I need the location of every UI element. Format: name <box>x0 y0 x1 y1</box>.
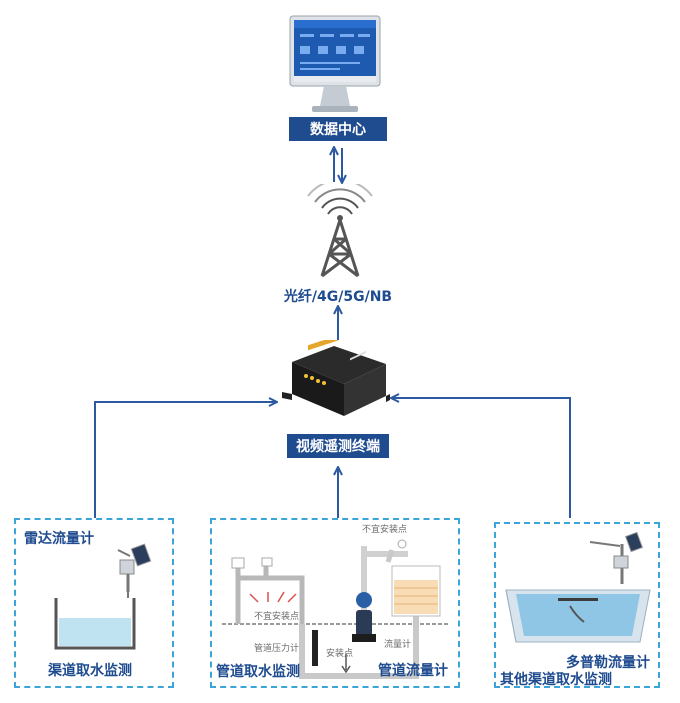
doppler-panel-title: 多普勒流量计 <box>566 655 650 671</box>
doppler-to-terminal-arrow <box>392 398 571 518</box>
note-install: 安装点 <box>326 649 354 659</box>
telemetry-terminal-device <box>282 340 390 416</box>
radar-panel-title: 雷达流量计 <box>24 531 94 547</box>
pipe-panel-caption-right: 管道流量计 <box>378 663 448 679</box>
doppler-flowmeter-illustration <box>505 532 651 643</box>
terminal-label: 视频遥测终端 <box>287 434 389 458</box>
doppler-panel-caption: 其他渠道取水监测 <box>500 672 612 688</box>
radar-flowmeter-illustration <box>54 543 152 650</box>
note-pressure: 管道压力计 <box>254 644 300 654</box>
data-center-label-text: 数据中心 <box>310 122 366 138</box>
radar-panel <box>14 518 174 688</box>
signal-tower-icon <box>307 184 373 278</box>
data-center-label: 数据中心 <box>289 117 387 141</box>
pipe-panel <box>210 518 460 688</box>
pipe-flowmeter-illustration <box>222 539 450 679</box>
network-label: 光纤/4G/5G/NB <box>283 289 393 305</box>
monitor-icon <box>289 15 381 112</box>
note-unsuitable-mid: 不宜安装点 <box>254 612 300 622</box>
terminal-label-text: 视频遥测终端 <box>296 439 380 455</box>
radar-to-terminal-arrow <box>94 402 276 518</box>
pipe-panel-caption-left: 管道取水监测 <box>216 664 300 680</box>
doppler-panel <box>494 522 660 688</box>
note-flowmeter: 流量计 <box>384 640 412 650</box>
note-unsuitable-top: 不宜安装点 <box>362 525 408 535</box>
radar-panel-caption: 渠道取水监测 <box>48 663 132 679</box>
